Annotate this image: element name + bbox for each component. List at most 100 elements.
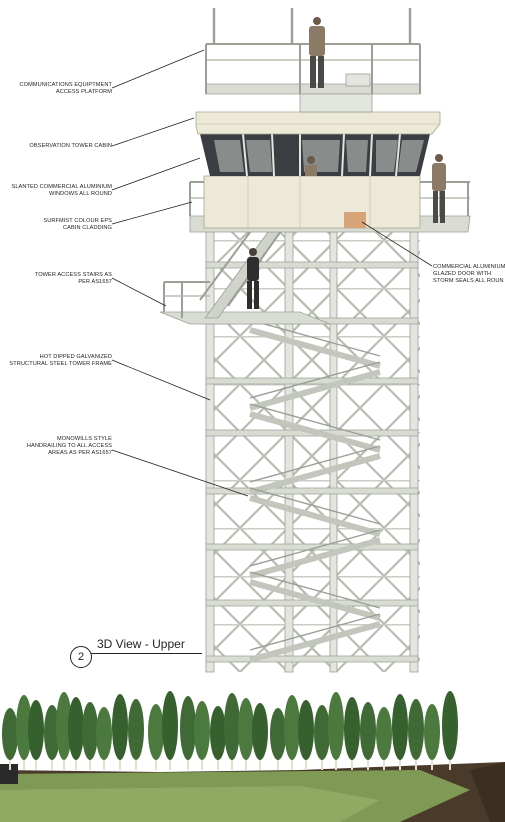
leader-lines xyxy=(111,49,433,497)
tree-trunk xyxy=(449,756,451,770)
stair-handrail xyxy=(249,487,381,525)
stair-flight xyxy=(249,327,381,369)
tree-trunk xyxy=(259,756,261,770)
roof-platform xyxy=(205,8,421,113)
tree-canopy xyxy=(148,704,164,760)
tree-trunk xyxy=(245,756,247,770)
stair-handrail xyxy=(249,571,381,609)
annotation-line: HOT DIPPED GALVANIZED xyxy=(39,354,112,360)
tree-trunk xyxy=(89,756,91,770)
stair-flight xyxy=(249,621,381,663)
figure-deck xyxy=(432,154,446,223)
ground-scene xyxy=(0,762,505,822)
annotation-line: OBSERVATION TOWER CABIN xyxy=(29,143,112,149)
tree-canopy xyxy=(376,707,392,760)
annotation-line: GLAZED DOOR WITH xyxy=(433,271,492,277)
tree-trunk xyxy=(9,756,11,770)
tree-trunk xyxy=(383,756,385,770)
annotation-cabin: OBSERVATION TOWER CABIN xyxy=(6,143,112,150)
tree-trunk xyxy=(305,756,307,770)
annotation-line: PER AS1657 xyxy=(78,279,112,285)
stair-flight xyxy=(249,453,381,495)
annotation-windows: SLANTED COMMERCIAL ALUMINIUM WINDOWS ALL… xyxy=(6,184,112,198)
tree-canopy xyxy=(2,708,18,760)
tree-canopy xyxy=(344,697,360,760)
tree-canopy xyxy=(210,706,226,760)
stair-handrail xyxy=(249,529,381,567)
tree-trunk xyxy=(169,756,171,770)
tree-trunk xyxy=(119,756,121,770)
tree-trunk xyxy=(367,756,369,770)
annotation-line: SURFMIST COLOUR EPS xyxy=(43,218,112,224)
view-title-rule xyxy=(90,653,202,654)
tree-canopy xyxy=(224,693,240,760)
view-number-badge: 2 xyxy=(70,646,92,668)
tree-canopy xyxy=(392,694,408,760)
tree-canopy xyxy=(128,699,144,760)
annotation-line: STORM SEALS ALL ROUN xyxy=(433,278,504,284)
tree-trunk xyxy=(23,756,25,770)
annotation-line: HANDRAILING TO ALL ACCESS xyxy=(26,443,112,449)
tree-trunk xyxy=(431,756,433,770)
annotation-comms-platform: COMMUNICATIONS EQUIPTMENT ACCESS PLATFOR… xyxy=(6,82,112,96)
tree-trunk xyxy=(201,756,203,770)
tree-canopy xyxy=(180,696,196,760)
stair-flight xyxy=(249,579,381,621)
annotation-line: COMMUNICATIONS EQUIPTMENT xyxy=(19,82,112,88)
tree-canopy xyxy=(112,694,128,760)
tree-trunk xyxy=(321,756,323,770)
stair-platform xyxy=(159,215,331,325)
tree-trunk xyxy=(291,756,293,770)
annotation-line: SLANTED COMMERCIAL ALUMINIUM xyxy=(11,184,112,190)
tree-trunk xyxy=(335,756,337,770)
tree-canopy xyxy=(28,700,44,760)
tree-trunk xyxy=(217,756,219,770)
tree-canopy xyxy=(238,698,254,760)
stair-flight xyxy=(249,369,381,411)
tree-row xyxy=(2,691,458,770)
annotation-line: MONOWILLS STYLE xyxy=(57,436,112,442)
annotation-line: AREAS AS PER AS1657 xyxy=(48,450,112,456)
stair-handrail xyxy=(249,361,381,399)
tree-canopy xyxy=(56,692,72,760)
tree-canopy xyxy=(82,702,98,760)
tree-canopy xyxy=(314,705,330,760)
tree-canopy xyxy=(44,705,60,760)
tree-canopy xyxy=(442,691,458,760)
annotation-line: TOWER ACCESS STAIRS AS xyxy=(34,272,112,278)
annotation-handrail: MONOWILLS STYLE HANDRAILING TO ALL ACCES… xyxy=(6,436,112,457)
tree-trunk xyxy=(351,756,353,770)
stair-flight xyxy=(249,537,381,579)
figure-stairs xyxy=(247,248,259,309)
tree-canopy xyxy=(96,707,112,760)
tree-trunk xyxy=(103,756,105,770)
tree-trunk xyxy=(399,756,401,770)
tree-canopy xyxy=(270,708,286,760)
annotation-line: WINDOWS ALL ROUND xyxy=(48,191,112,197)
tree-trunk xyxy=(51,756,53,770)
tree-canopy xyxy=(68,697,84,760)
view-title: 3D View - Upper xyxy=(97,637,185,651)
tower-landing xyxy=(205,261,419,269)
tree-trunk xyxy=(75,756,77,770)
stair-handrail xyxy=(249,613,381,651)
tower-landing xyxy=(205,487,419,495)
tree-canopy xyxy=(162,691,178,760)
annotation-line: STRUCTURAL STEEL TOWER FRAME xyxy=(9,361,112,367)
tree-trunk xyxy=(155,756,157,770)
tree-canopy xyxy=(194,701,210,760)
observation-cabin xyxy=(195,111,441,229)
stair-flight xyxy=(249,495,381,537)
tree-canopy xyxy=(408,699,424,760)
annotation-line: COMMERCIAL ALUMINIUM xyxy=(433,264,505,270)
tree-trunk xyxy=(35,756,37,770)
annotation-stairs: TOWER ACCESS STAIRS AS PER AS1657 xyxy=(6,272,112,286)
stair-handrail xyxy=(249,319,381,357)
annotation-line: CABIN CLADDING xyxy=(63,225,112,231)
tree-trunk xyxy=(63,756,65,770)
annotation-frame: HOT DIPPED GALVANIZED STRUCTURAL STEEL T… xyxy=(6,354,112,368)
tree-trunk xyxy=(231,756,233,770)
tree-trunk xyxy=(277,756,279,770)
tree-trunk xyxy=(135,756,137,770)
